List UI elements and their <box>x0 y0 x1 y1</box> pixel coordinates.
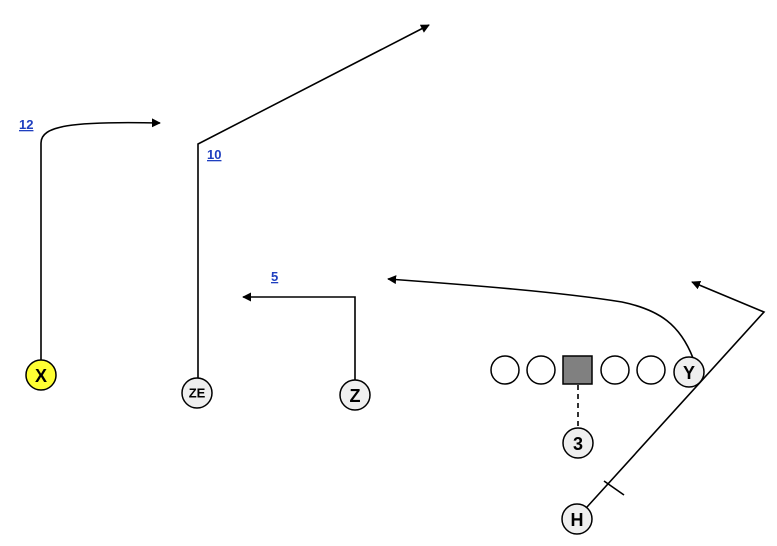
player-z: Z <box>339 379 371 411</box>
player-ze: ZE <box>181 377 213 409</box>
z-route <box>242 292 356 382</box>
player-qb-label: 3 <box>573 434 583 454</box>
player-ze-label: ZE <box>189 386 206 401</box>
player-y-label: Y <box>683 363 695 383</box>
player-h: H <box>561 503 593 535</box>
x-route-label: 12 <box>19 117 33 132</box>
ze-route <box>197 24 430 380</box>
player-qb: 3 <box>562 427 594 459</box>
x-route <box>40 118 161 362</box>
offensive-lineman <box>600 355 630 385</box>
center-square <box>562 355 593 385</box>
player-y: Y <box>673 356 705 388</box>
h-route <box>586 280 766 508</box>
offensive-lineman <box>526 355 556 385</box>
player-z-label: Z <box>350 386 361 406</box>
y-route <box>387 275 694 359</box>
player-h-label: H <box>571 510 584 530</box>
player-x-label: X <box>35 366 47 386</box>
offensive-lineman <box>490 355 520 385</box>
ze-route-label: 10 <box>207 147 221 162</box>
h-route-tick <box>603 480 625 496</box>
player-x: X <box>25 359 57 391</box>
offensive-lineman <box>636 355 666 385</box>
z-route-label: 5 <box>271 269 278 284</box>
